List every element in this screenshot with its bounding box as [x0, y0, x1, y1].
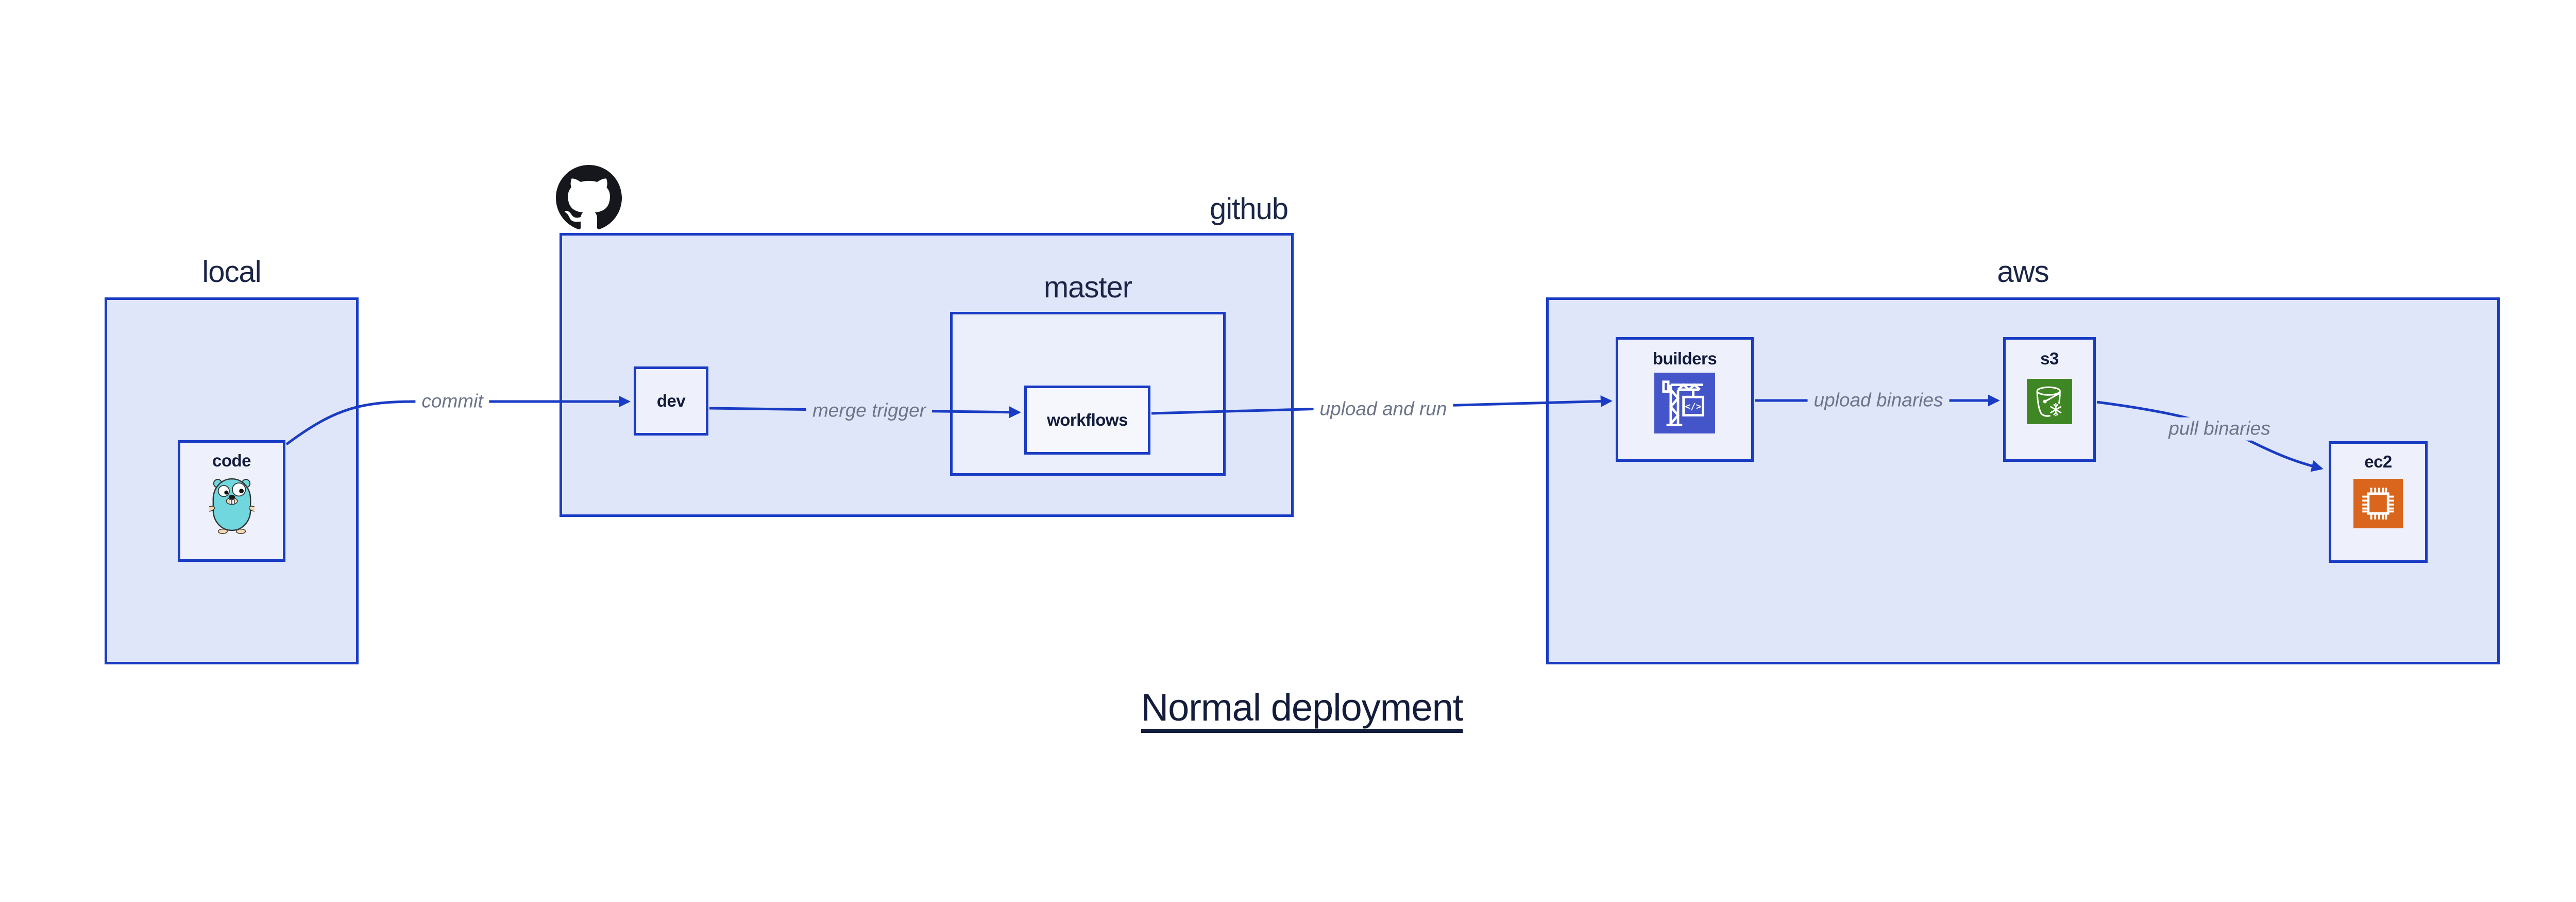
edge-label-upload-binaries: upload binaries — [1807, 389, 1950, 412]
node-builders: builders </> — [1616, 337, 1754, 462]
node-ec2: ec2 — [2329, 441, 2428, 563]
node-builders-label: builders — [1652, 349, 1717, 368]
code-glyph: </> — [1685, 402, 1702, 412]
diagram-title: Normal deployment — [1141, 686, 1464, 729]
node-workflows-label: workflows — [1047, 410, 1128, 429]
node-workflows: workflows — [1024, 386, 1150, 455]
aws-codebuild-crane-icon: </> — [1654, 373, 1715, 433]
aws-s3-bucket-snowflake-icon — [2027, 379, 2072, 424]
go-gopher-icon — [209, 478, 255, 534]
aws-ec2-chip-icon — [2353, 479, 2403, 528]
node-s3: s3 — [2003, 337, 2096, 462]
node-ec2-label: ec2 — [2364, 452, 2392, 471]
node-dev-label: dev — [656, 391, 686, 410]
node-code-label: code — [212, 451, 251, 470]
edge-label-merge-trigger: merge trigger — [806, 399, 933, 423]
frame-label-master: master — [1043, 271, 1132, 304]
edge-label-commit: commit — [415, 390, 489, 413]
edge-label-pull-binaries: pull binaries — [2162, 417, 2277, 441]
frame-label-github: github — [1209, 192, 1289, 226]
node-s3-label: s3 — [2040, 349, 2059, 368]
node-dev: dev — [634, 366, 708, 436]
github-octocat-logo — [556, 165, 622, 229]
node-code: code — [178, 440, 285, 562]
edge-label-upload-and-run: upload and run — [1313, 397, 1453, 421]
frame-label-aws: aws — [1997, 255, 2049, 289]
frame-label-local: local — [202, 255, 261, 289]
